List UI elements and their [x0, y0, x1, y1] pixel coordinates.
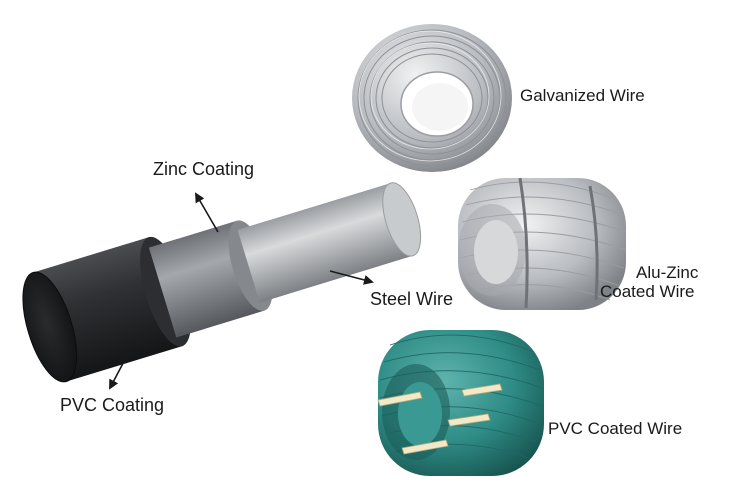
- alu-zinc-label-line1: Alu-Zinc: [636, 263, 699, 282]
- zinc-coating-label: Zinc Coating: [153, 159, 255, 179]
- steel-wire-label: Steel Wire: [370, 289, 454, 309]
- steel-arrow-icon: [329, 270, 374, 285]
- alu-zinc-wire-coil-icon: [458, 177, 627, 310]
- pvc-arrow-icon: [109, 349, 131, 390]
- zinc-arrow-icon: [194, 192, 219, 233]
- alu-zinc-label-line2: Coated Wire: [600, 282, 695, 301]
- cable-cross-section-icon: [22, 182, 422, 383]
- pvc-coated-wire-coil-icon: [377, 330, 544, 476]
- pvc-coating-label: PVC Coating: [60, 395, 165, 415]
- galvanized-wire-coil-icon: [352, 24, 512, 172]
- galvanized-wire-label: Galvanized Wire: [520, 86, 645, 105]
- pvc-coated-wire-label: PVC Coated Wire: [548, 419, 683, 438]
